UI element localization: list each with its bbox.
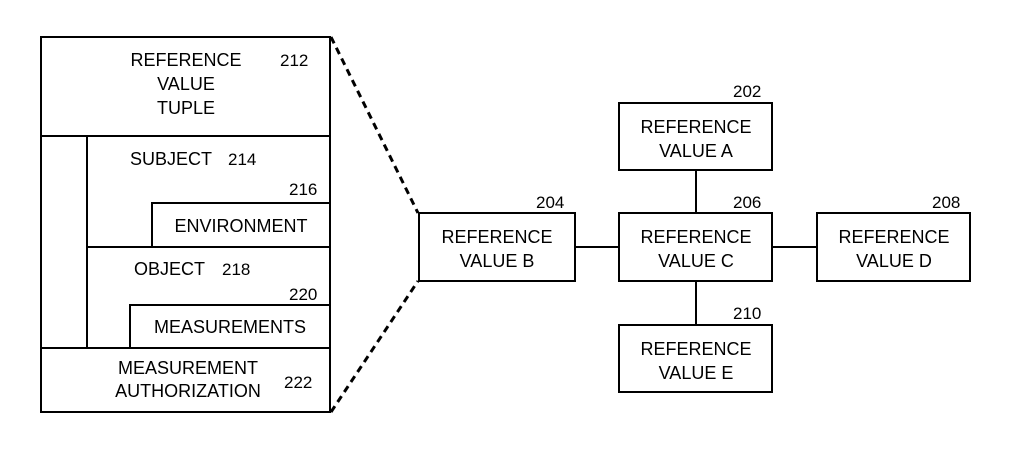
environment-ref-number: 216	[289, 180, 317, 199]
tuple-title-line-1: REFERENCE	[130, 50, 241, 70]
reference-value-b-line-2: VALUE B	[460, 251, 535, 271]
reference-value-b: 204 REFERENCE VALUE B	[418, 193, 576, 282]
environment-box	[151, 202, 331, 248]
reference-value-b-line-1: REFERENCE	[441, 227, 552, 247]
reference-value-c-ref-number: 206	[733, 193, 761, 212]
reference-value-b-ref-number: 204	[536, 193, 564, 212]
reference-value-c: 206 REFERENCE VALUE C	[618, 193, 773, 282]
subject-section: SUBJECT 214 216 ENVIRONMENT	[86, 136, 331, 348]
reference-value-e-box	[618, 324, 773, 393]
tuple-ref-number: 212	[280, 51, 308, 70]
reference-value-d-box	[816, 212, 971, 282]
reference-value-e-line-1: REFERENCE	[640, 339, 751, 359]
reference-value-c-line-1: REFERENCE	[640, 227, 751, 247]
reference-value-a-line-2: VALUE A	[659, 141, 733, 161]
reference-value-c-box	[618, 212, 773, 282]
reference-value-e: 210 REFERENCE VALUE E	[618, 304, 773, 393]
reference-value-a-line-1: REFERENCE	[640, 117, 751, 137]
environment-label: ENVIRONMENT	[174, 216, 307, 236]
object-section: OBJECT 218 220 MEASUREMENTS	[129, 259, 331, 349]
tuple-title-line-2: VALUE	[157, 74, 215, 94]
measurements-box	[129, 304, 331, 349]
reference-value-a-ref-number: 202	[733, 82, 761, 101]
reference-value-b-box	[418, 212, 576, 282]
expansion-line-bottom	[329, 280, 420, 413]
object-ref-number: 218	[222, 260, 250, 279]
reference-value-d-ref-number: 208	[932, 193, 960, 212]
reference-value-e-ref-number: 210	[733, 304, 761, 323]
subject-ref-number: 214	[228, 150, 256, 169]
authorization-ref-number: 222	[284, 373, 312, 392]
authorization-label-line-2: AUTHORIZATION	[115, 381, 261, 401]
tuple-title-line-3: TUPLE	[157, 98, 215, 118]
authorization-section: MEASUREMENT AUTHORIZATION 222	[41, 347, 330, 401]
reference-value-d: 208 REFERENCE VALUE D	[816, 193, 971, 282]
object-label: OBJECT	[134, 259, 205, 279]
reference-value-c-line-2: VALUE C	[658, 251, 734, 271]
measurements-label: MEASUREMENTS	[154, 317, 306, 337]
reference-value-a: 202 REFERENCE VALUE A	[618, 82, 773, 171]
reference-value-a-box	[618, 102, 773, 171]
expansion-line-top	[329, 36, 420, 214]
reference-value-e-line-2: VALUE E	[659, 363, 734, 383]
subject-label: SUBJECT	[130, 149, 212, 169]
reference-value-d-line-2: VALUE D	[856, 251, 932, 271]
reference-value-tuple: REFERENCE VALUE TUPLE 212 SUBJECT 214 21…	[40, 36, 331, 413]
authorization-label-line-1: MEASUREMENT	[118, 358, 258, 378]
measurements-ref-number: 220	[289, 285, 317, 304]
reference-value-d-line-1: REFERENCE	[838, 227, 949, 247]
